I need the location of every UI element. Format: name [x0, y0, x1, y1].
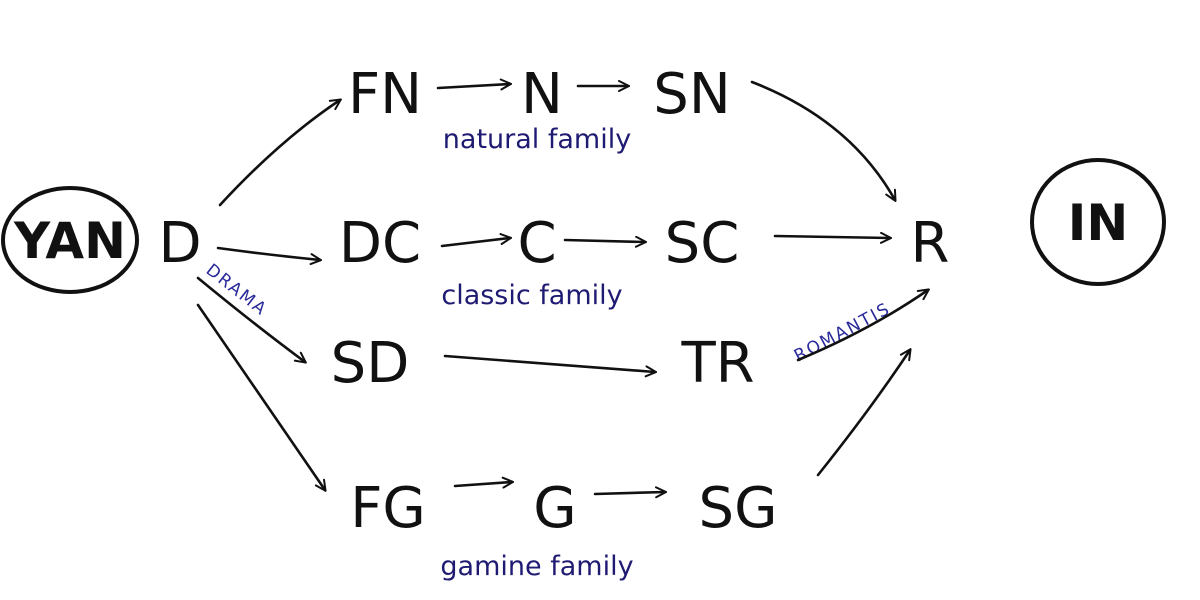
node-fn: FN	[348, 62, 422, 127]
classic-family-label: classic family	[441, 280, 622, 311]
node-g: G	[533, 476, 576, 541]
edge-d-to-sd	[196, 276, 305, 362]
start-oval	[1, 186, 139, 294]
edge-dc-to-c	[440, 238, 510, 248]
node-sc: SC	[665, 211, 740, 276]
edge-sc-to-r	[773, 236, 890, 238]
edge-d-to-fg	[196, 303, 325, 490]
edge-sn-to-r	[750, 80, 895, 200]
natural-family-label: natural family	[443, 124, 631, 155]
node-n: N	[521, 62, 563, 127]
start-node-label: YAN	[13, 212, 126, 270]
edge-sg-to-r	[816, 350, 910, 477]
end-oval	[1030, 158, 1166, 286]
node-c: C	[517, 211, 556, 276]
node-r: R	[911, 211, 950, 276]
end-node-label: IN	[1068, 194, 1128, 252]
node-fg: FG	[350, 476, 426, 541]
edge-d-to-fn	[218, 100, 340, 207]
edge-sd-to-tr	[443, 354, 655, 372]
edge-c-to-sc	[563, 240, 645, 242]
edge-g-to-sg	[593, 492, 665, 494]
edge-fn-to-n	[436, 84, 510, 88]
edge-fg-to-g	[453, 482, 512, 486]
edge-d-to-dc	[216, 246, 320, 260]
gamine-family-label: gamine family	[440, 551, 633, 582]
edge-tr-to-r	[796, 290, 928, 362]
node-sg: SG	[699, 476, 778, 541]
node-dc: DC	[339, 211, 421, 276]
node-sn: SN	[653, 62, 730, 127]
node-d: D	[158, 211, 201, 276]
node-tr: TR	[680, 331, 754, 396]
node-sd: SD	[331, 331, 410, 396]
